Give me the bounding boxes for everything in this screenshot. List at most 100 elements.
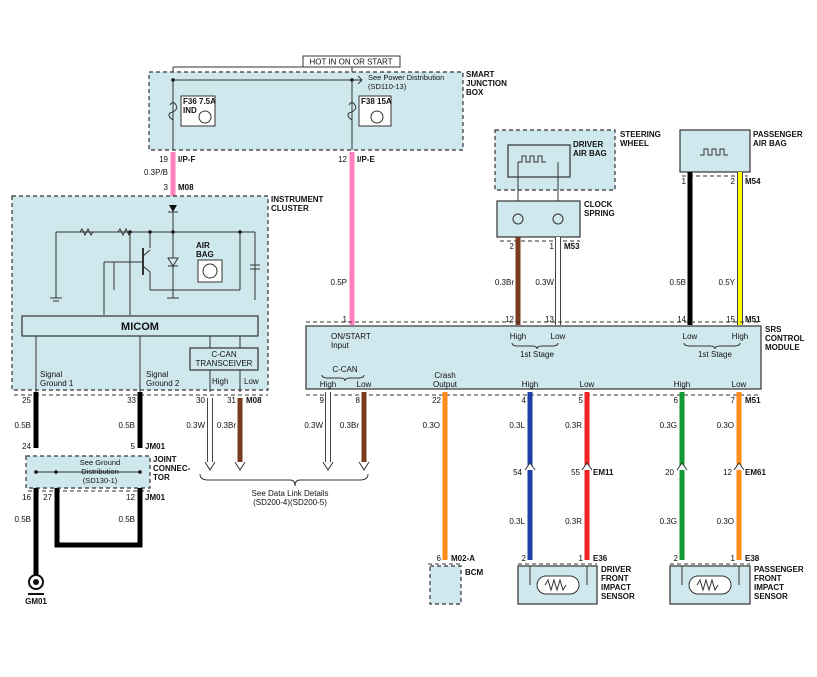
pax-airbag-2: AIR BAG [753, 139, 787, 148]
jc-pin27: 27 [43, 493, 52, 502]
cs-pin2: 2 [510, 242, 515, 251]
wire-0-5b-b: 0.5B [119, 421, 135, 430]
ccan-label-1: C-CAN [211, 350, 237, 359]
bcm-name: BCM [465, 568, 484, 577]
pfis-name-1: PASSENGER [754, 565, 804, 574]
pab-pin1: 1 [682, 177, 687, 186]
srs-name-1: SRS [765, 325, 782, 334]
e38-pin2: 2 [674, 554, 679, 563]
ccan-transceiver [189, 347, 259, 371]
crash-1: Crash [434, 371, 455, 380]
clock-spring-coil-icon [512, 213, 524, 225]
jc-name-1: JOINT [153, 455, 177, 464]
micom-label: MICOM [121, 321, 159, 333]
pfis-high: High [674, 380, 690, 389]
ccan-label-2: TRANSCEIVER [196, 359, 253, 368]
wire-0-3r-a: 0.3R [565, 421, 582, 430]
wire-0-3w-cs: 0.3W [535, 278, 554, 287]
airbag-indicator-icon [198, 110, 212, 124]
em11-pin54: 54 [513, 468, 522, 477]
wire-0-3br-cs: 0.3Br [495, 278, 514, 287]
clock-spring-coil-icon [552, 213, 564, 225]
on-start-1: ON/START [331, 332, 371, 341]
dfis-name-4: SENSOR [601, 592, 635, 601]
cluster-high: High [212, 377, 228, 386]
steering-name-2: WHEEL [620, 139, 649, 148]
srs-pin22: 22 [432, 396, 441, 405]
srs-pin1: 1 [343, 315, 348, 324]
cluster-pin3: 3 [164, 183, 169, 192]
data-link-1: See Data Link Details [252, 489, 329, 498]
wire-black-loop [54, 488, 143, 548]
dfis-name-2: FRONT [601, 574, 629, 583]
jc-pin16: 16 [22, 493, 31, 502]
em11-conn: EM11 [593, 468, 614, 477]
clock-spring-box [496, 200, 581, 238]
wire-0-5b-d: 0.5B [119, 515, 135, 524]
srs-low2: Low [683, 332, 698, 341]
airbag-seat-icon [370, 110, 384, 124]
pfis-name-4: SENSOR [754, 592, 788, 601]
wire-0-5p: 0.5P [331, 278, 347, 287]
srs-pin8: 8 [356, 396, 361, 405]
sjb-name-2: JUNCTION [466, 79, 507, 88]
arrow-down-icon [358, 461, 370, 471]
wire-0-3o-a: 0.3O [717, 421, 734, 430]
wire-0-5y-pab: 0.5Y [719, 278, 736, 287]
fuse-f38-icon [347, 102, 357, 121]
wire-0-5b-pab: 0.5B [670, 278, 686, 287]
srs-high2: High [732, 332, 748, 341]
srs-ccan: C-CAN [332, 365, 358, 374]
sjb-pin12: 12 [338, 155, 347, 164]
clock-spring-1: CLOCK [584, 200, 613, 209]
pin31: 31 [227, 396, 236, 405]
ground-label: GM01 [25, 597, 47, 606]
wire-0-3br-a: 0.3Br [217, 421, 236, 430]
pin33: 33 [127, 396, 136, 405]
conn-ipe: I/P-E [357, 155, 375, 164]
wire-0-3l-a: 0.3L [509, 421, 525, 430]
wire-0-3l-b: 0.3L [509, 517, 525, 526]
on-start-2: Input [331, 341, 350, 350]
wire-0-3g-b: 0.3G [660, 517, 677, 526]
steering-name-1: STEERING [620, 130, 661, 139]
em11-pin55: 55 [571, 468, 580, 477]
data-link-brace [199, 473, 369, 487]
pab-pin2: 2 [731, 177, 736, 186]
jc-conn-top: JM01 [145, 442, 166, 451]
jc-see-1: See Ground [80, 458, 120, 467]
srs-pin12: 12 [505, 315, 514, 324]
sig-gnd2-2: Ground 2 [146, 379, 180, 388]
wire-0-3o-crash: 0.3O [423, 421, 440, 430]
em61-pin20: 20 [665, 468, 674, 477]
e36-conn: E36 [593, 554, 608, 563]
jc-name-3: TOR [153, 473, 170, 482]
crash-2: Output [433, 380, 458, 389]
air-bag-label-1: AIR [196, 241, 210, 250]
hot-label: HOT IN ON OR START [309, 58, 392, 67]
srs-ccan-low: Low [357, 380, 372, 389]
air-bag-label-2: BAG [196, 250, 214, 259]
srs-pin14: 14 [677, 315, 686, 324]
dfis-name-1: DRIVER [601, 565, 631, 574]
see-power-1: See Power Distribution [368, 73, 444, 82]
e36-pin1: 1 [579, 554, 584, 563]
srs-pin13: 13 [545, 315, 554, 324]
led-icon [167, 257, 179, 267]
connector-icon [733, 462, 745, 471]
cluster-name-2: CLUSTER [271, 204, 309, 213]
e38-conn: E38 [745, 554, 760, 563]
connector-icon [581, 462, 593, 471]
wire-0-3g-a: 0.3G [660, 421, 677, 430]
sig-gnd1-2: Ground 1 [40, 379, 74, 388]
srs-ccan-high: High [320, 380, 336, 389]
pfis-name-2: FRONT [754, 574, 782, 583]
dfis-name-3: IMPACT [601, 583, 631, 592]
cluster-name-1: INSTRUMENT [271, 195, 324, 204]
squib-icon [518, 155, 546, 163]
conn-m08-top: M08 [178, 183, 194, 192]
em61-pin12: 12 [723, 468, 732, 477]
driver-airbag-box [507, 144, 571, 178]
srs-stage1a: 1st Stage [520, 350, 554, 359]
